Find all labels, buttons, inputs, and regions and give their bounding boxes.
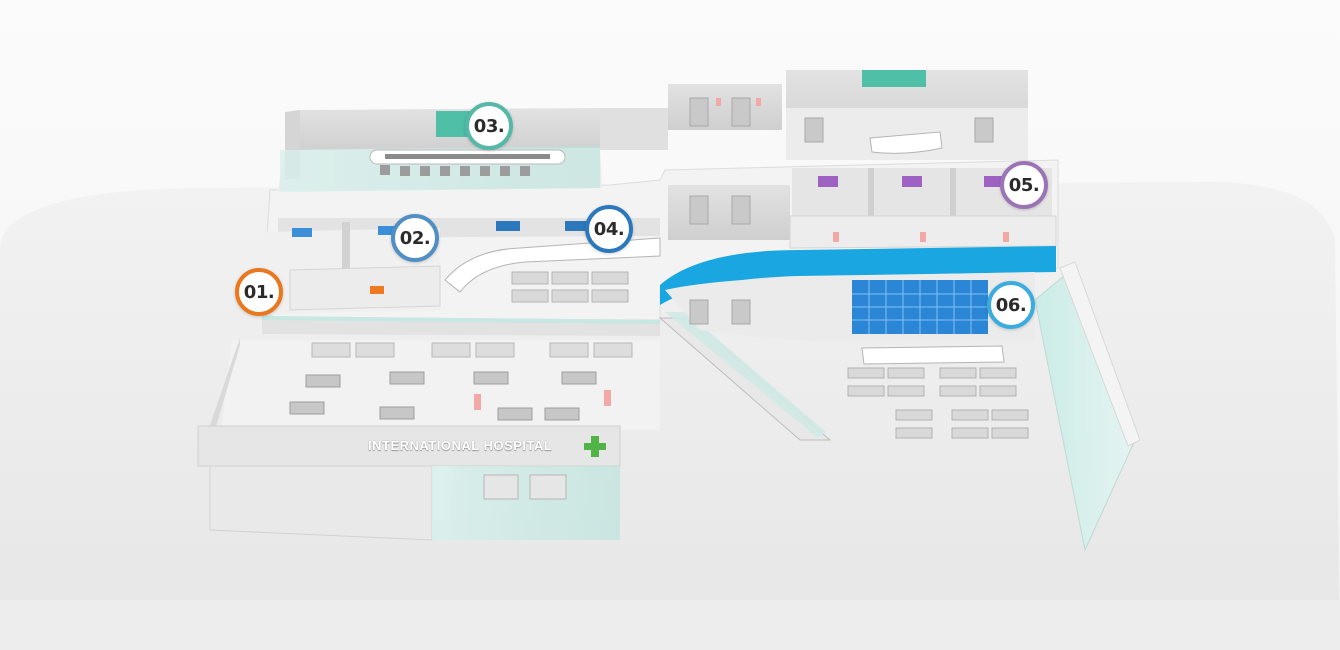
lobby-seats — [847, 367, 1029, 439]
entrance-lower-wall — [209, 465, 433, 541]
rooms-05-dividers — [868, 168, 956, 243]
marker-01-label: 01. — [243, 281, 275, 303]
reception-top-right-floor — [786, 108, 1028, 160]
marker-04[interactable]: 04. — [585, 205, 633, 253]
glass-railing-upper — [261, 316, 661, 324]
lobby-sofas — [483, 474, 567, 500]
reception-desk-top — [869, 131, 943, 154]
marker-06[interactable]: 06. — [987, 281, 1035, 329]
marker-04-label: 04. — [593, 218, 625, 240]
blue-screen-room-01 — [292, 228, 312, 237]
glass-wall-right-top — [1059, 261, 1141, 447]
top-corridor-wall — [600, 108, 668, 150]
pink-panels-top — [716, 98, 761, 106]
base-platform-edge — [0, 600, 1340, 650]
marker-03-label: 03. — [473, 115, 505, 137]
marker-05-label: 05. — [1008, 174, 1040, 196]
lower-reception-desk — [861, 345, 1005, 365]
blue-screen-room-04a — [496, 221, 520, 231]
orange-screen — [370, 286, 384, 294]
elevator-block-top — [668, 84, 782, 130]
marker-01[interactable]: 01. — [235, 268, 283, 316]
conference-chairs — [380, 165, 530, 176]
marker-06-label: 06. — [995, 294, 1027, 316]
blue-banner — [660, 246, 1056, 305]
elevator-doors-top — [689, 97, 751, 127]
green-cross-icon — [584, 436, 606, 457]
hospital-sign: INTERNATIONAL HOSPITAL — [368, 438, 553, 453]
sofa-row — [311, 342, 633, 358]
conference-table-top — [385, 154, 550, 159]
elevator-doors-middle — [689, 195, 751, 225]
blue-screen-room-04b — [565, 221, 589, 231]
video-wall-grid — [852, 280, 988, 334]
pink-panels-05 — [833, 232, 1009, 242]
blue-screen-room-02 — [378, 226, 398, 235]
elevator-doors-lower — [689, 299, 751, 325]
marker-02-label: 02. — [399, 227, 431, 249]
marker-05[interactable]: 05. — [1000, 161, 1048, 209]
purple-screens — [818, 176, 1004, 187]
waiting-seats-upper — [511, 271, 629, 303]
elevator-block-middle — [668, 185, 790, 240]
lower-left-sidewall — [210, 338, 240, 430]
escalator-rail — [665, 312, 826, 438]
pink-pillars — [474, 390, 611, 410]
teal-screen-top-right — [862, 70, 926, 87]
room-01-02-front-wall — [289, 265, 441, 311]
entrance-glass — [432, 466, 620, 540]
marker-02[interactable]: 02. — [391, 214, 439, 262]
marker-03[interactable]: 03. — [465, 102, 513, 150]
dining-tables — [289, 371, 597, 421]
elevator-doors-right — [804, 117, 994, 143]
room-01-02-divider — [342, 222, 350, 270]
